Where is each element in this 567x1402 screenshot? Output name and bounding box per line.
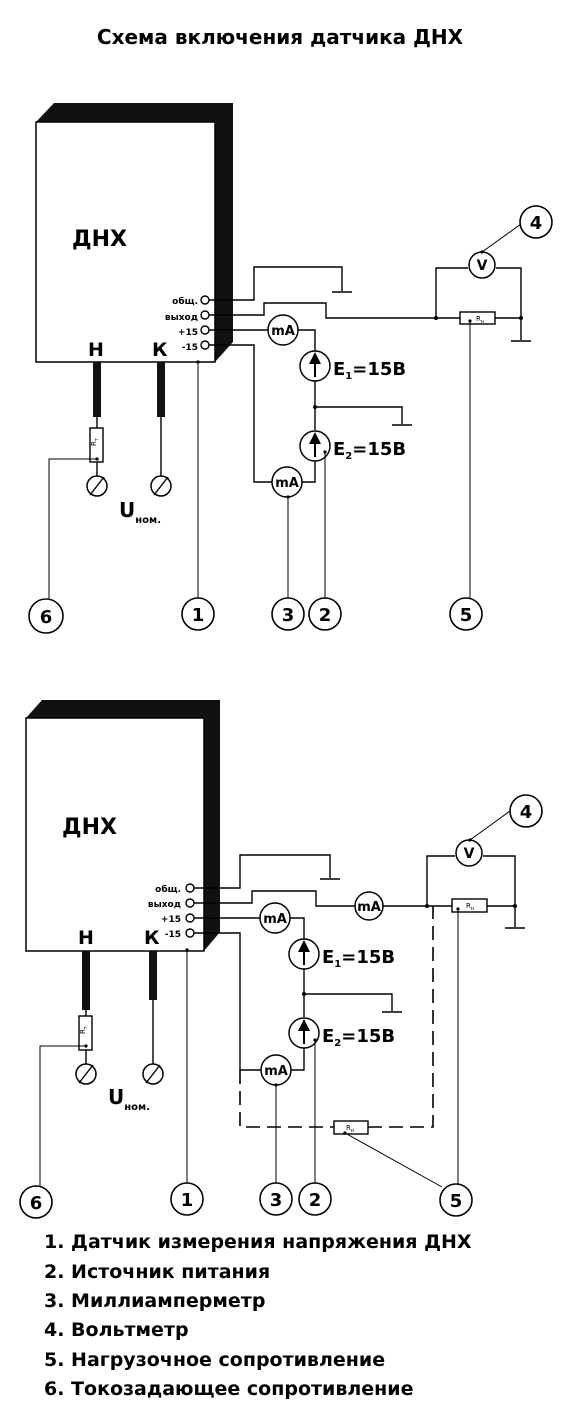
device-box — [35, 121, 216, 363]
svg-text:3: 3 — [270, 1190, 283, 1211]
terminal-label-common: общ. — [172, 296, 198, 307]
source-e1-label: E1=15В — [322, 947, 395, 970]
terminal-minus15 — [200, 340, 210, 350]
device-label: ДНХ — [72, 227, 127, 252]
legend-item-3: 3. Миллиамперметр — [44, 1290, 265, 1312]
resistor-rn-label: Rн — [476, 315, 484, 325]
source-e1-label: E1=15В — [333, 359, 406, 382]
svg-text:4: 4 — [530, 213, 543, 234]
u-nom-label: Uном. — [119, 498, 161, 526]
svg-text:4: 4 — [520, 802, 533, 823]
terminal-label-minus15: -15 — [182, 343, 198, 353]
svg-text:6: 6 — [30, 1193, 43, 1214]
resistor-rt-label: Rт — [79, 1026, 89, 1034]
callout-4 — [509, 794, 543, 828]
source-e2-label: E2=15В — [333, 439, 406, 462]
voltmeter-label: V — [464, 846, 475, 862]
svg-text:1: 1 — [192, 605, 205, 626]
callout-6 — [19, 1185, 53, 1219]
resistor-rn-alt — [333, 1120, 369, 1135]
terminal-minus15 — [185, 928, 195, 938]
svg-text:2: 2 — [309, 1190, 322, 1211]
legend-item-5: 5. Нагрузочное сопротивление — [44, 1349, 385, 1371]
legend-item-4: 4. Вольтметр — [44, 1319, 189, 1341]
milliammeter-2-label: mA — [264, 1064, 288, 1079]
milliammeter-1-label: mA — [263, 912, 287, 927]
milliammeter-1-label: mA — [271, 324, 295, 339]
terminal-label-common: общ. — [155, 884, 181, 895]
resistor-rt-label: Rт — [90, 438, 100, 446]
callout-5 — [449, 597, 483, 631]
terminal-label-output: выход — [148, 900, 181, 910]
device-label: ДНХ — [62, 815, 117, 840]
svg-text:5: 5 — [450, 1191, 463, 1212]
callout-3 — [259, 1182, 293, 1216]
voltmeter-label: V — [477, 258, 488, 274]
terminal-label-plus15: +15 — [161, 915, 181, 925]
terminal-k-label: К — [152, 339, 168, 361]
callout-1 — [181, 597, 215, 631]
milliammeter-3-label: mA — [357, 900, 381, 915]
lead-k — [157, 362, 165, 417]
legend-item-6: 6. Токозадающее сопротивление — [44, 1378, 413, 1400]
callout-2 — [308, 597, 342, 631]
terminal-h-label: Н — [78, 927, 94, 949]
terminal-label-minus15: -15 — [165, 930, 181, 940]
callout-4 — [519, 205, 553, 239]
svg-text:3: 3 — [282, 605, 295, 626]
callout-6 — [28, 598, 64, 634]
device-box — [25, 717, 205, 952]
terminal-label-output: выход — [165, 313, 198, 323]
callout-5 — [439, 1183, 473, 1217]
terminal-common — [200, 295, 210, 305]
diagram-title: Схема включения датчика ДНХ — [97, 25, 464, 49]
terminal-common — [185, 883, 195, 893]
callout-2 — [298, 1182, 332, 1216]
svg-text:2: 2 — [319, 605, 332, 626]
terminal-plus15 — [185, 913, 195, 923]
u-nom-label: Uном. — [108, 1085, 150, 1113]
source-e2-label: E2=15В — [322, 1026, 395, 1049]
svg-text:1: 1 — [181, 1190, 194, 1211]
lead-h — [93, 362, 101, 417]
lead-h — [82, 951, 90, 1010]
callout-3 — [271, 597, 305, 631]
legend-item-2: 2. Источник питания — [44, 1261, 270, 1283]
terminal-output — [200, 310, 210, 320]
lead-k — [149, 951, 157, 1000]
milliammeter-2-label: mA — [275, 476, 299, 491]
terminal-h-label: Н — [88, 339, 104, 361]
svg-text:6: 6 — [40, 607, 53, 628]
terminal-plus15 — [200, 325, 210, 335]
resistor-rn-alt-label: Rн — [346, 1124, 354, 1134]
diagram-2: ДНХ общ. выход +15 -15 Н К Rт Uном. mA — [19, 700, 543, 1219]
diagram-1: ДНХ общ. выход +15 -15 Н К Rт Uном. — [28, 103, 553, 634]
callout-1 — [170, 1182, 204, 1216]
terminal-output — [185, 898, 195, 908]
resistor-rn-label: Rн — [466, 902, 474, 912]
terminal-k-label: К — [144, 927, 160, 949]
legend-item-1: 1. Датчик измерения напряжения ДНХ — [44, 1231, 472, 1253]
svg-text:5: 5 — [460, 605, 473, 626]
legend: 1. Датчик измерения напряжения ДНХ 2. Ис… — [44, 1231, 472, 1400]
terminal-label-plus15: +15 — [178, 328, 198, 338]
